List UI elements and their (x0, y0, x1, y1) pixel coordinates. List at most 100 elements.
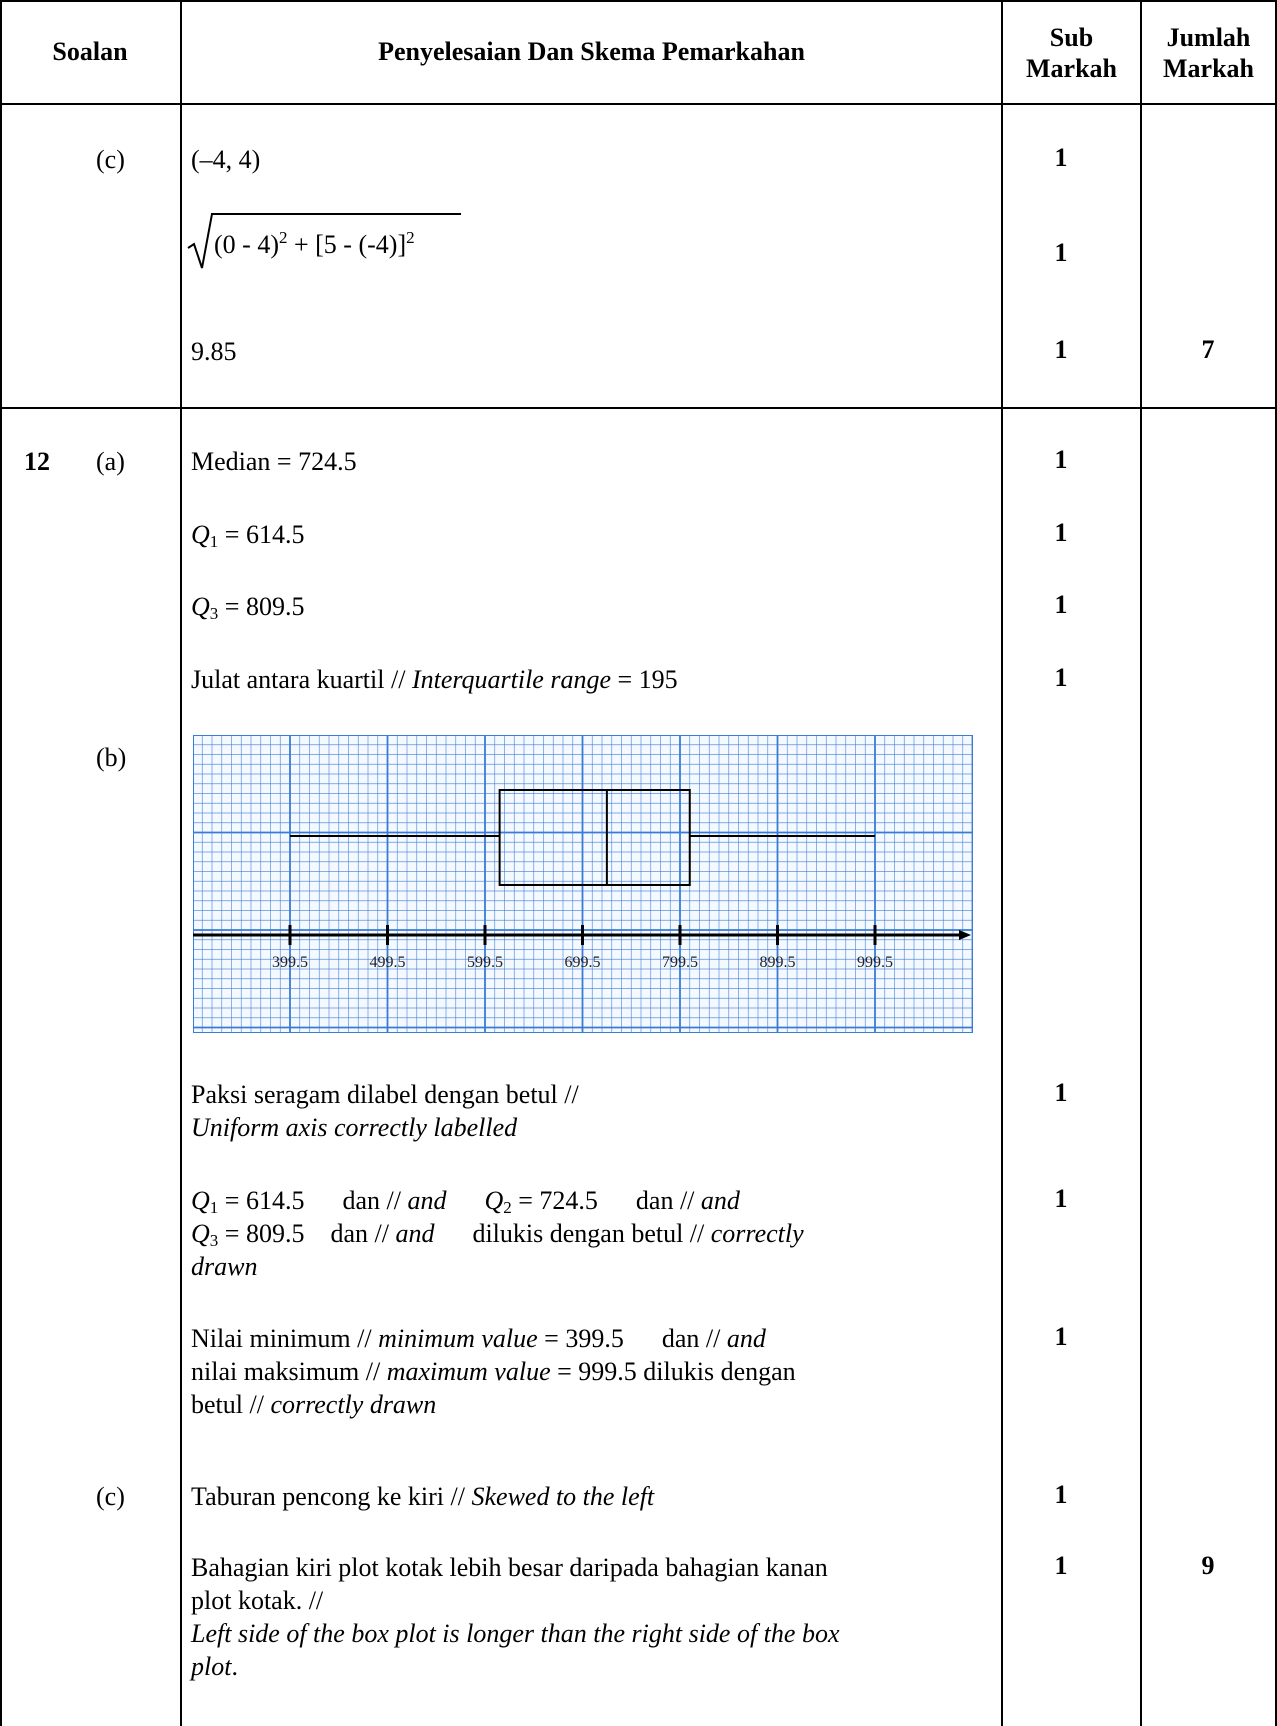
header-jumlah-line1: Jumlah (1166, 23, 1251, 52)
q11c-answer-value: 9.85 (191, 337, 237, 366)
c2-q2-val: = 724.5 (511, 1186, 598, 1215)
q1-value: = 614.5 (218, 520, 305, 549)
q11-part-c: (c) (96, 145, 125, 174)
axis-tick-label: 599.5 (467, 954, 503, 971)
radicand-part-b: + [5 - (-4)] (287, 230, 407, 259)
axis-arrow-icon (959, 930, 971, 940)
axis-tick-label: 699.5 (565, 954, 601, 971)
q12a-mark-1: 1 (1054, 445, 1068, 474)
c2-correctly: correctly (710, 1219, 804, 1248)
c2-dan-1: dan // (342, 1186, 408, 1215)
c2-dan-2: dan // (635, 1186, 701, 1215)
q12a-q3: Q3 = 809.5 (191, 590, 304, 623)
q11c-mark-1: 1 (1054, 143, 1068, 172)
q1-subscript: 1 (209, 532, 219, 551)
header-jumlah-line2: Markah (1163, 54, 1254, 83)
c3-max-label: nilai maksimum // (191, 1357, 387, 1386)
sqrt-radicand: (0 - 4)2 + [5 - (-4)]2 (214, 228, 415, 261)
c2-reason-line3: Left side of the box plot is longer than… (191, 1619, 840, 1648)
axis-tick-label: 799.5 (662, 954, 698, 971)
c2-q1-val: = 614.5 (218, 1186, 305, 1215)
table-border-right (1275, 0, 1277, 1726)
q12b-criterion-3: Nilai minimum // minimum value = 399.5 da… (191, 1322, 796, 1421)
c2-reason-period: . (231, 1652, 238, 1681)
sqrt-vinculum (211, 213, 461, 215)
header-jumlah-markah: Jumlah Markah (1142, 22, 1275, 84)
iqr-label-en: Interquartile range (411, 665, 611, 694)
q12b-mark-2: 1 (1054, 1184, 1068, 1213)
header-divider (0, 103, 1277, 105)
c2-and-1: and (407, 1186, 447, 1215)
c3-min-label-en: minimum value (378, 1324, 538, 1353)
q12a-mark-4: 1 (1054, 663, 1068, 692)
q12a-median: Median = 724.5 (191, 447, 357, 476)
c2-drawn: dilukis dengan betul // (472, 1219, 711, 1248)
c3-min-label: Nilai minimum // (191, 1324, 379, 1353)
c3-dan: dan // (661, 1324, 727, 1353)
c3-correctly-drawn: correctly drawn (270, 1390, 437, 1419)
exponent-b: 2 (406, 228, 415, 247)
q12-part-b: (b) (96, 743, 127, 772)
header-sub-line2: Markah (1026, 54, 1117, 83)
c2-reason-line4: plot. (191, 1650, 840, 1683)
q12b-criterion-1: Paksi seragam dilabel dengan betul // Un… (191, 1078, 579, 1144)
c2-reason-line1: Bahagian kiri plot kotak lebih besar dar… (191, 1553, 828, 1582)
q12a-mark-2: 1 (1054, 518, 1068, 547)
header-soalan: Soalan (52, 37, 128, 66)
q3-value: = 809.5 (218, 592, 305, 621)
q12-total: 9 (1201, 1551, 1215, 1580)
header-sub-line1: Sub (1049, 23, 1094, 52)
c3-and: and (726, 1324, 766, 1353)
iqr-value: = 195 (611, 665, 678, 694)
q12c-mark-2: 1 (1054, 1551, 1068, 1580)
q11c-total: 7 (1201, 335, 1215, 364)
c3-max-value: = 999.5 dilukis dengan (550, 1357, 796, 1386)
header-sub-markah: Sub Markah (1003, 22, 1140, 84)
axis-tick-label: 999.5 (857, 954, 893, 971)
table-border-left (0, 0, 2, 1726)
q3-subscript: 3 (209, 604, 219, 623)
row-divider (0, 407, 1277, 409)
criterion-3-line3: betul // correctly drawn (191, 1388, 796, 1421)
header-penyelesaian: Penyelesaian Dan Skema Pemarkahan (378, 37, 805, 66)
q12-part-a: (a) (96, 447, 125, 476)
column-divider-sub (1140, 0, 1142, 1726)
table-border-top (0, 0, 1277, 2)
criterion-1-line1: Paksi seragam dilabel dengan betul // (191, 1080, 579, 1109)
q11c-mark-3: 1 (1054, 335, 1068, 364)
q12b-mark-3: 1 (1054, 1322, 1068, 1351)
axis-tick-label: 399.5 (272, 954, 308, 971)
c2-and-2: and (700, 1186, 740, 1215)
q12c-mark-1: 1 (1054, 1480, 1068, 1509)
q11c-sqrt-expression: (0 - 4)2 + [5 - (-4)]2 (186, 210, 466, 270)
q12a-iqr: Julat antara kuartil // Interquartile ra… (191, 663, 678, 696)
c2-dan-3: dan // (330, 1219, 396, 1248)
q1-symbol: Q (191, 520, 210, 549)
c3-max-label-en: maximum value (386, 1357, 551, 1386)
q3-symbol: Q (191, 592, 210, 621)
c3-min-value: = 399.5 (537, 1324, 624, 1353)
axis-tick-label: 899.5 (760, 954, 796, 971)
criterion-3-line1: Nilai minimum // minimum value = 399.5 da… (191, 1322, 796, 1355)
column-divider-penyelesaian (1001, 0, 1003, 1726)
q12b-mark-1: 1 (1054, 1078, 1068, 1107)
c2-q3-val: = 809.5 (218, 1219, 305, 1248)
c2-and-3: and (395, 1219, 435, 1248)
q12-part-c: (c) (96, 1482, 125, 1511)
criterion-3-line2: nilai maksimum // maximum value = 999.5 … (191, 1355, 796, 1388)
column-divider-soalan (180, 0, 182, 1726)
axis-tick-label: 499.5 (370, 954, 406, 971)
box-q1-q3 (498, 789, 691, 886)
c2-reason-plot: plot (191, 1652, 232, 1681)
q12c-criterion-2: Bahagian kiri plot kotak lebih besar dar… (191, 1551, 840, 1683)
c2-reason-line2: plot kotak. // (191, 1586, 324, 1615)
q12a-mark-3: 1 (1054, 590, 1068, 619)
exponent-a: 2 (278, 228, 288, 247)
box-plot-chart: 399.5 499.5 599.5 699.5 799.5 899.5 999.5 (192, 734, 974, 1038)
q11c-answer-point: (–4, 4) (191, 145, 261, 174)
iqr-label: Julat antara kuartil // (191, 665, 412, 694)
criterion-2-line3: drawn (191, 1252, 258, 1281)
